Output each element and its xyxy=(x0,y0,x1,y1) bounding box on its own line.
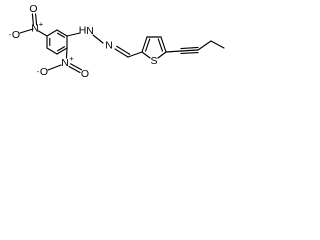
chemical-structure-diagram: O - N + O N + O - O H N N S xyxy=(9,3,225,80)
bond-ethyl-ch2 xyxy=(197,40,212,51)
nitro-2-o-minus-charge: - xyxy=(37,67,40,76)
bond-thio-c2-c3 xyxy=(141,36,148,53)
bond-n-ch xyxy=(114,48,129,58)
hydrazone-nh-h: H xyxy=(79,25,87,37)
nitro-1-n-symbol: N xyxy=(31,23,39,35)
bond-thio-c2-c3-inner xyxy=(145,38,151,52)
bond-nitro1-o-top-double xyxy=(35,13,38,26)
bond-n-ch-double xyxy=(116,45,131,55)
bond-ring-a1-a2 xyxy=(46,29,58,37)
bond-thio-c4-c5 xyxy=(160,36,167,53)
bond-alkyne-triple-a xyxy=(180,46,199,50)
nitro-1-o-top: O xyxy=(29,3,37,15)
bond-ring-a2-a3 xyxy=(56,29,68,37)
bonds xyxy=(19,13,225,74)
bond-ring-a4-a5-inner xyxy=(57,46,65,52)
bond-alkyne-triple-b xyxy=(180,49,199,52)
bond-ring-a2-a3-inner xyxy=(57,32,65,38)
bond-ring-nitro1 xyxy=(37,30,48,37)
bond-thio-alkyne xyxy=(165,50,182,53)
bond-ring-a4-a5 xyxy=(56,47,68,55)
atom-labels: O - N + O N + O - O H N N S xyxy=(9,3,158,80)
bond-nitro2-o-minus xyxy=(47,64,62,71)
bond-nitro2-o-right-double xyxy=(69,63,83,71)
bond-ch-thiophene xyxy=(127,51,143,58)
bond-ring-nh xyxy=(66,32,81,37)
bond-nitro1-o-top xyxy=(31,13,34,26)
bond-thio-c4-c5-inner xyxy=(157,38,163,52)
bond-nh-n xyxy=(92,34,104,44)
bond-ring-a5-a6 xyxy=(46,47,58,55)
nitro-1-o-minus: O - xyxy=(9,29,20,41)
bond-nitro2-o-right xyxy=(68,65,81,74)
hydrazone-n: N xyxy=(105,40,113,52)
hydrazone-nh: H N xyxy=(79,25,94,38)
bond-thio-c5-s xyxy=(157,51,167,59)
nitro-2-o-minus-symbol: O xyxy=(40,66,48,78)
nitro-1-o-minus-charge: - xyxy=(9,30,12,39)
bond-thio-s-c2 xyxy=(141,51,151,59)
nitro-2-n-symbol: N xyxy=(61,57,69,69)
nitro-2-n-charge: + xyxy=(69,54,74,63)
nitro-2-n-plus: N + xyxy=(61,54,74,69)
bond-alkyne-triple-c xyxy=(180,52,199,54)
nitro-1-n-charge: + xyxy=(39,20,44,29)
bond-ring-nitro2 xyxy=(65,47,68,59)
nitro-2-o-right: O xyxy=(81,68,89,80)
bond-ethyl-ch3 xyxy=(210,40,225,49)
nitro-2-o-minus: O - xyxy=(37,66,48,78)
hydrazone-nh-n: N xyxy=(86,25,94,37)
nitro-1-n-plus: N + xyxy=(31,20,44,35)
thiophene-sulfur: S xyxy=(150,55,157,67)
nitro-1-o-minus-symbol: O xyxy=(12,29,20,41)
bond-nitro1-o-minus xyxy=(19,28,34,34)
